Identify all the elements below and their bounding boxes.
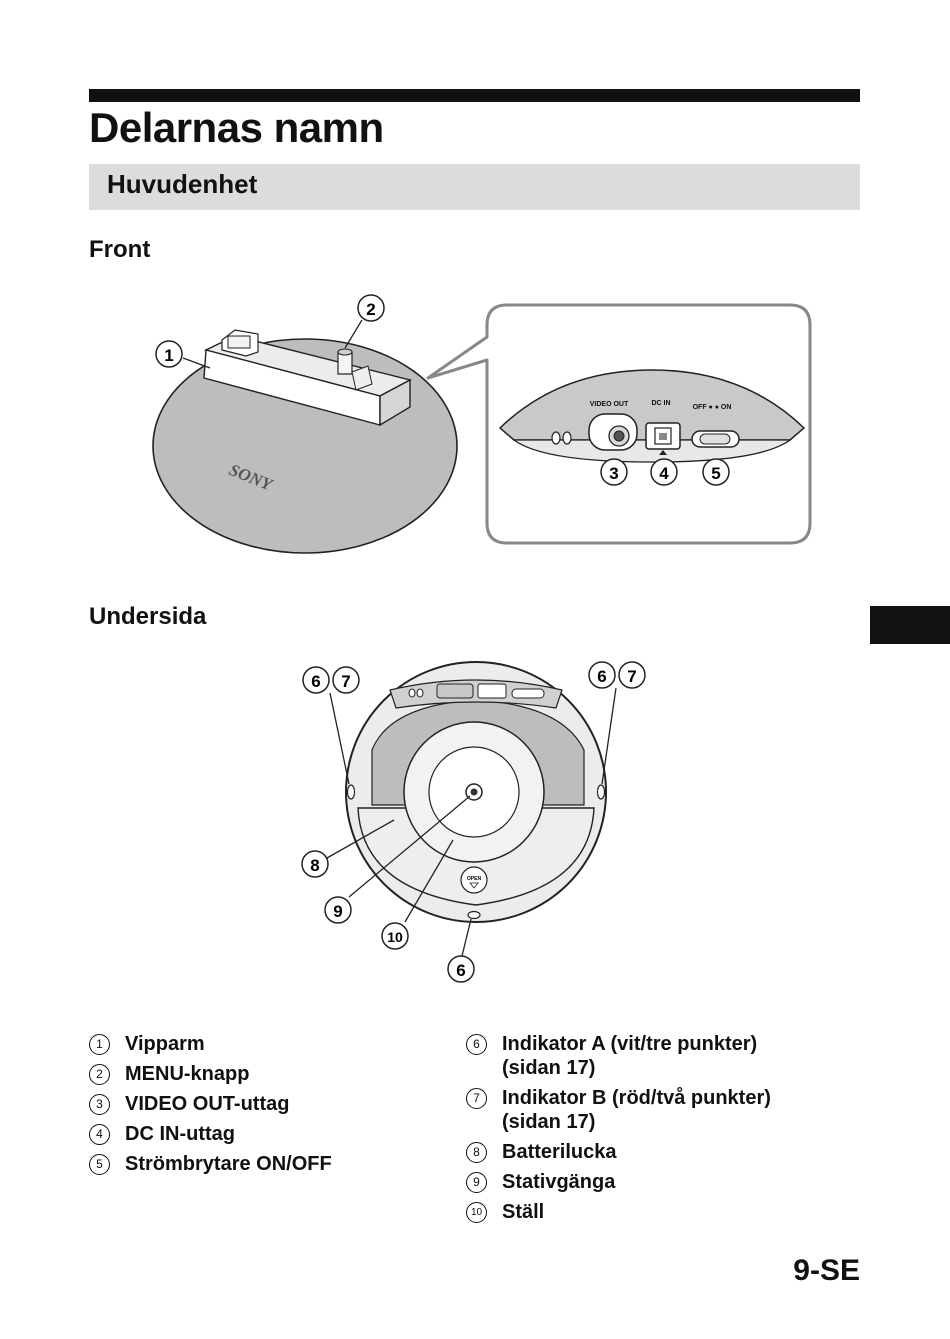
- legend-number: 1: [89, 1034, 110, 1055]
- label-power: OFF ● ● ON: [693, 404, 732, 411]
- svg-text:2: 2: [366, 300, 375, 319]
- svg-text:5: 5: [711, 464, 720, 483]
- page-title: Delarnas namn: [89, 104, 384, 151]
- label-dc-in: DC IN: [651, 400, 670, 407]
- section-title: Huvudenhet: [107, 169, 258, 199]
- underside-illustration: OPEN 6 7 6 7 8 9 10 6: [301, 661, 646, 983]
- chapter-tab: [870, 606, 950, 644]
- callout-2: [357, 294, 385, 322]
- led-indicator: [562, 431, 572, 445]
- legend-number: 3: [89, 1094, 110, 1115]
- arm-body: [203, 329, 412, 427]
- callout-1: [155, 340, 183, 368]
- svg-text:6: 6: [456, 961, 465, 980]
- svg-text:4: 4: [659, 464, 669, 483]
- callout-8: [301, 850, 329, 878]
- svg-text:1: 1: [164, 346, 173, 365]
- page-number: 9-SE: [793, 1254, 860, 1287]
- legend-number: 6: [466, 1034, 487, 1055]
- section-bar: Huvudenhet: [89, 164, 860, 210]
- open-button: [460, 866, 488, 894]
- svg-text:8: 8: [310, 856, 319, 875]
- callout-3: [600, 458, 628, 486]
- svg-text:3: 3: [609, 464, 618, 483]
- front-illustration: SONY 1 2 VIDEO OUT DC IN OFF ● ● ON: [152, 294, 812, 554]
- callout-6: [302, 666, 330, 694]
- rear-panel: VIDEO OUT DC IN OFF ● ● ON: [498, 369, 806, 463]
- svg-text:6: 6: [311, 672, 320, 691]
- underside-heading: Undersida: [89, 603, 207, 630]
- svg-text:9: 9: [333, 902, 342, 921]
- svg-text:6: 6: [597, 667, 606, 686]
- front-heading: Front: [89, 236, 151, 263]
- callout-10: [381, 922, 409, 950]
- callout-9: [324, 896, 352, 924]
- legend-number: 4: [89, 1124, 110, 1145]
- legend-number: 7: [466, 1088, 487, 1109]
- callout-5: [702, 458, 730, 486]
- top-rule: [89, 89, 860, 102]
- led-indicator: [551, 431, 561, 445]
- svg-text:7: 7: [627, 667, 636, 686]
- legend-number: 2: [89, 1064, 110, 1085]
- callout-4: [650, 458, 678, 486]
- callout-6: [447, 955, 475, 983]
- svg-text:10: 10: [387, 929, 403, 945]
- legend-number: 9: [466, 1172, 487, 1193]
- svg-text:7: 7: [341, 672, 350, 691]
- legend-number: 5: [89, 1154, 110, 1175]
- legend-number: 8: [466, 1142, 487, 1163]
- callout-6: [588, 661, 616, 689]
- legend-number: 10: [466, 1202, 487, 1223]
- svg-text:OPEN: OPEN: [467, 876, 482, 882]
- callout-7: [332, 666, 360, 694]
- label-video-out: VIDEO OUT: [590, 401, 629, 408]
- callout-7: [618, 661, 646, 689]
